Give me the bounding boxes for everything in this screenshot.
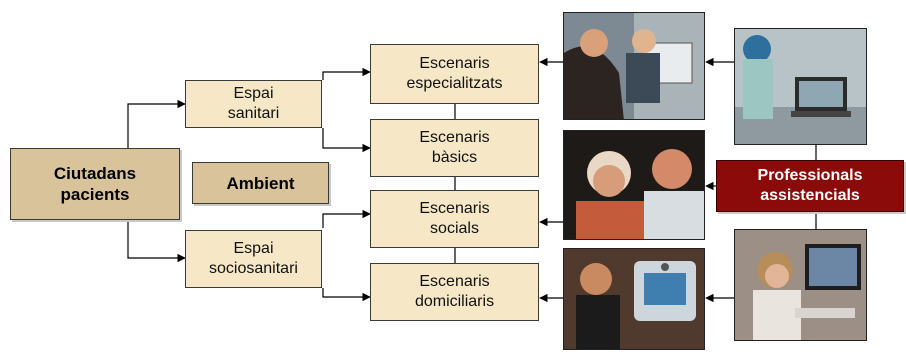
arrow-health-to-basic [322, 128, 371, 153]
scenario-specialized-node: Escenaris especialitzats [370, 44, 539, 104]
scenario-social-label: Escenaris socials [419, 200, 490, 237]
arrow-sociohealth-to-social [322, 209, 371, 228]
scenario-home-node: Escenaris domiciliaris [370, 263, 539, 321]
arrow-sociohealth-to-home [322, 288, 371, 302]
photo-home-telemedicine [563, 248, 705, 350]
ambient-label: Ambient [226, 173, 295, 193]
scenario-basic-label: Escenaris bàsics [419, 129, 490, 166]
sociohealth-space-label: Espai sociosanitari [209, 240, 298, 277]
ambient-node: Ambient [192, 162, 329, 204]
health-space-label: Espai sanitari [227, 85, 280, 122]
scenario-specialized-label: Escenaris especialitzats [406, 55, 503, 92]
photo-surgeon-laptop [734, 28, 867, 145]
arrow-health-to-specialized [322, 67, 371, 80]
scenario-social-node: Escenaris socials [370, 190, 539, 248]
photo-woman-monitor [734, 229, 867, 341]
professionals-label: Professionals assistencials [757, 167, 863, 204]
patients-label: Ciutadans pacients [53, 164, 137, 204]
arrow-patients-to-health [127, 99, 186, 148]
scenario-basic-node: Escenaris bàsics [370, 119, 539, 177]
professionals-node: Professionals assistencials [716, 160, 904, 212]
patients-node: Ciutadans pacients [10, 148, 180, 220]
photo-elderly-couple [563, 130, 705, 240]
arrow-patients-to-sociohealth [127, 220, 186, 263]
scenario-home-label: Escenaris domiciliaris [414, 273, 495, 310]
health-space-node: Espai sanitari [185, 80, 322, 128]
photo-specialized-consultation [563, 12, 705, 120]
sociohealth-space-node: Espai sociosanitari [185, 230, 322, 288]
